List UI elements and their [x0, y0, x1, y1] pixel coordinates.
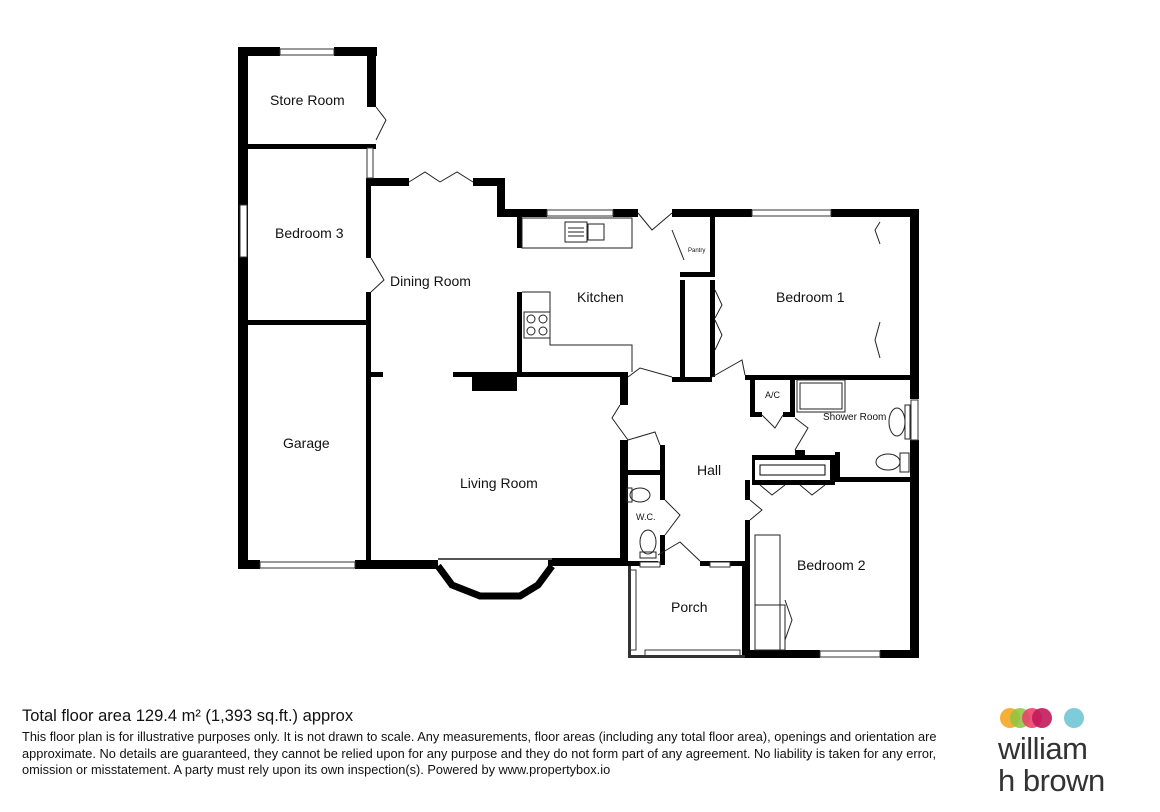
floor-area-title: Total floor area 129.4 m² (1,393 sq.ft.)… — [22, 707, 354, 725]
doors — [370, 106, 881, 651]
porch-walls — [628, 566, 745, 658]
label-bedroom-2: Bedroom 2 — [797, 557, 866, 573]
floor-plan: Store Room Bedroom 3 Dining Room Kitchen… — [238, 47, 919, 658]
bay-window — [435, 558, 555, 600]
label-shower-room: Shower Room — [823, 412, 886, 423]
disclaimer-text: This floor plan is for illustrative purp… — [22, 729, 937, 777]
label-ac: A/C — [765, 390, 781, 400]
label-pantry: Pantry — [688, 248, 705, 254]
brand-logo: william h brown — [998, 708, 1138, 800]
room-labels: Store Room Bedroom 3 Dining Room Kitchen… — [270, 92, 886, 615]
label-porch: Porch — [671, 599, 708, 615]
logo-dots — [998, 708, 1138, 732]
label-kitchen: Kitchen — [577, 289, 624, 305]
logo-dot-4 — [1032, 708, 1052, 728]
label-living-room: Living Room — [460, 475, 538, 491]
brand-name-line-2: h brown — [998, 763, 1105, 798]
brand-name-line-1: william — [998, 731, 1088, 766]
label-dining-room: Dining Room — [390, 273, 471, 289]
label-bedroom-3: Bedroom 3 — [275, 225, 344, 241]
label-bedroom-1: Bedroom 1 — [776, 289, 845, 305]
label-garage: Garage — [283, 435, 330, 451]
label-wc: W.C. — [636, 512, 656, 522]
label-store-room: Store Room — [270, 92, 345, 108]
fixtures — [521, 217, 911, 559]
label-hall: Hall — [697, 462, 721, 478]
logo-dot-5 — [1064, 708, 1084, 728]
